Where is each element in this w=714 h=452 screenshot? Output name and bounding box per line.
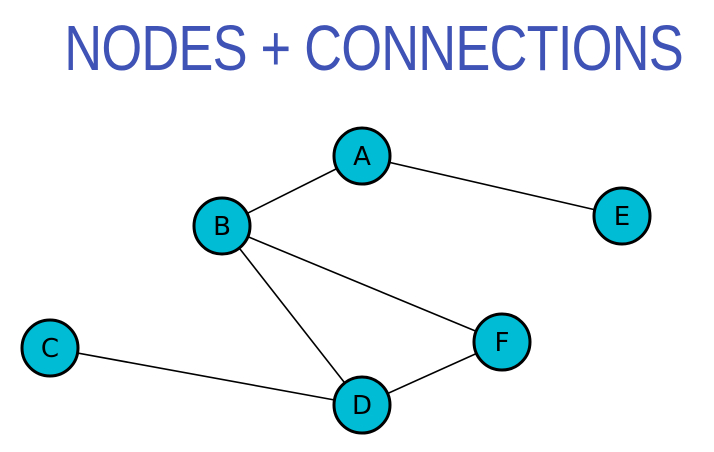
page-title: NODES + CONNECTIONS <box>64 12 683 84</box>
node-circle-d <box>332 375 392 435</box>
node-label-f: F <box>495 328 510 358</box>
edge-b-f <box>221 225 503 343</box>
edge-a-e <box>361 155 623 217</box>
node-circle-c <box>20 318 80 378</box>
node-d: D <box>332 375 392 435</box>
node-circle-e <box>592 186 652 246</box>
edges-layer <box>49 155 623 406</box>
node-label-d: D <box>352 391 372 421</box>
node-a: A <box>332 126 392 186</box>
node-e: E <box>592 186 652 246</box>
nodes-layer: A B C D E F <box>20 126 652 435</box>
node-f: F <box>472 312 532 372</box>
node-b: B <box>192 196 252 256</box>
node-label-a: A <box>353 142 371 172</box>
node-label-b: B <box>213 212 231 242</box>
node-label-e: E <box>614 202 630 232</box>
node-circle-a <box>332 126 392 186</box>
node-c: C <box>20 318 80 378</box>
node-label-c: C <box>41 334 59 364</box>
edge-c-d <box>49 347 363 406</box>
node-circle-b <box>192 196 252 256</box>
edge-b-d <box>221 225 363 406</box>
node-circle-f <box>472 312 532 372</box>
